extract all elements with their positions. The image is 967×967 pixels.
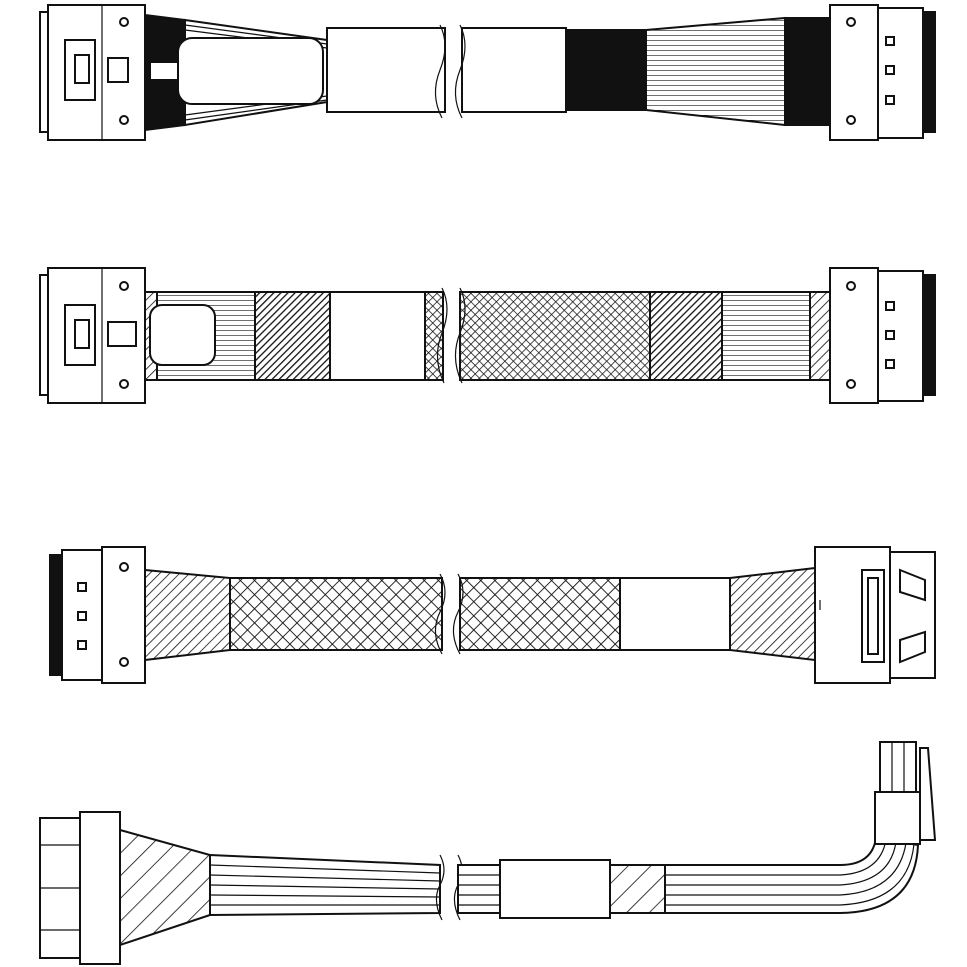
- cable-2-dark-band-right: [649, 291, 723, 381]
- cable-4-hatch-fan: [119, 828, 211, 947]
- cable-1-black-band: [565, 29, 647, 111]
- cable-2-dark-band-left: [254, 291, 331, 381]
- cable-3-hatch-left: [144, 568, 231, 662]
- cable-3-break: [434, 573, 464, 655]
- cable-3: [49, 546, 936, 684]
- cable-4-right-connector: [874, 741, 937, 845]
- cable-3-left-connector: [49, 546, 146, 684]
- cable-3-hatch-right: [729, 566, 816, 662]
- cable-1-sleeve-right: [461, 27, 567, 113]
- cable-1-left-fan: [177, 18, 328, 127]
- cable-4-wires-bend: [664, 836, 920, 914]
- cable-3-white-sleeve: [619, 577, 731, 651]
- cable-3-mesh-right: [459, 577, 621, 651]
- cable-2-hatch-end-right: [809, 291, 831, 381]
- cable-2-mesh-right: [459, 291, 651, 381]
- cable-1-right-connector: [829, 4, 936, 141]
- cable-3-right-connector: [814, 546, 936, 684]
- cable-3-mesh-left: [229, 577, 443, 651]
- cable-2-break: [436, 287, 466, 384]
- cable-1-break: [434, 24, 466, 119]
- cable-2: [39, 267, 936, 404]
- cable-1-sleeve-left: [326, 27, 446, 113]
- cable-2-right-connector: [829, 267, 936, 404]
- cable-4-hatch-band: [609, 864, 666, 914]
- cable-1: [39, 4, 936, 141]
- cable-2-left-connector: [39, 267, 146, 404]
- cable-4-wires-mid: [457, 864, 501, 914]
- cable-4-white-sleeve: [499, 859, 611, 919]
- cable-4-wires-left: [209, 853, 441, 917]
- cable-4: [39, 741, 937, 965]
- cable-4-left-connector: [39, 811, 121, 965]
- cable-2-stripes-right: [721, 291, 811, 381]
- cable-1-right-boot: [784, 17, 831, 126]
- cable-2-white-sleeve: [329, 291, 426, 381]
- cable-1-left-connector: [39, 4, 146, 141]
- cable-1-right-fan: [645, 16, 786, 127]
- cable-2-mesh-left: [424, 291, 444, 381]
